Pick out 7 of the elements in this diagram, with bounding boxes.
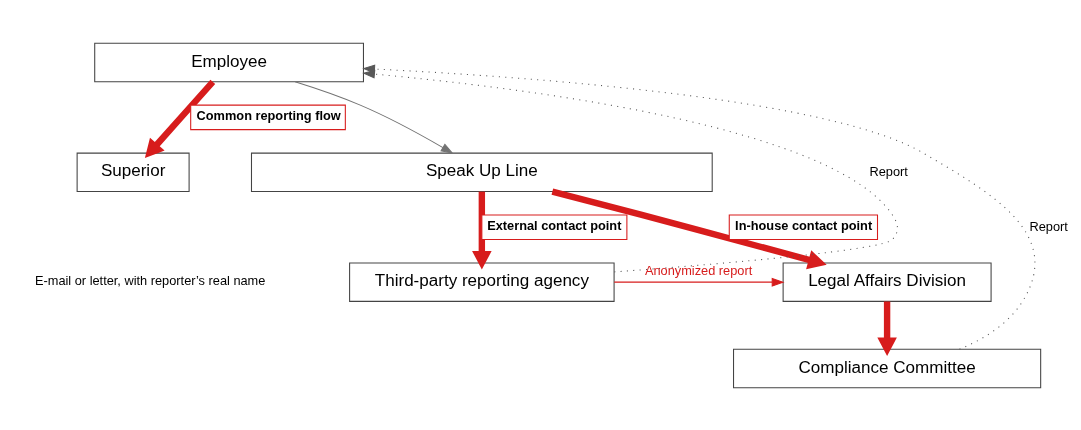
edge-label: Report xyxy=(869,163,908,179)
edge-label: Anonymized report xyxy=(644,262,753,278)
label: E-mail or letter, with reporter’s real name xyxy=(34,272,266,288)
edge-label: Common reporting flow xyxy=(196,107,341,123)
edge-label: External contact point xyxy=(487,217,622,233)
edge-label: Report xyxy=(1029,218,1068,234)
edge-label: In-house contact point xyxy=(735,217,873,233)
